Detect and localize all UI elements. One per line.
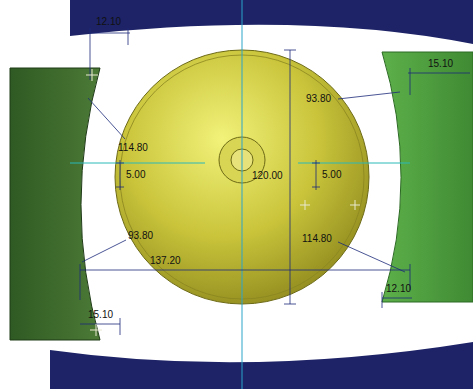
drawing-line xyxy=(88,98,125,139)
drawing-line xyxy=(116,163,124,164)
dimension-label: 12.10 xyxy=(96,16,121,28)
drawing-line xyxy=(338,242,405,272)
drawing-line xyxy=(305,200,306,210)
drawing-line xyxy=(80,264,81,300)
dimension-label: 15.10 xyxy=(88,309,113,321)
drawing-line xyxy=(312,187,320,188)
left-roller xyxy=(10,68,100,340)
drawing-line xyxy=(80,270,410,271)
center-line xyxy=(298,163,410,164)
drawing-line xyxy=(92,69,93,81)
dimension-label: 120.00 xyxy=(252,170,283,182)
construction-marks xyxy=(86,69,360,336)
drawing-line xyxy=(90,28,91,80)
dimension-label: 137.20 xyxy=(150,255,181,267)
drawing-line xyxy=(408,73,470,74)
drawing-line xyxy=(355,200,356,210)
top-jaw xyxy=(70,0,473,44)
drawing-line xyxy=(128,28,129,45)
dimension-label: 5.00 xyxy=(126,169,145,181)
drawing-line xyxy=(382,292,383,308)
drawing-line xyxy=(312,163,320,164)
drawing-line xyxy=(290,50,291,304)
dimension-lines xyxy=(80,28,470,335)
drawing-line xyxy=(120,318,121,335)
drawing-line xyxy=(80,324,120,325)
dimension-label: 15.10 xyxy=(428,58,453,70)
drawing-line xyxy=(284,304,296,305)
dimension-label: 93.80 xyxy=(306,93,331,105)
drawing-line xyxy=(96,324,97,336)
drawing-line xyxy=(116,187,124,188)
drawing-line xyxy=(82,240,126,262)
dimension-label: 5.00 xyxy=(322,169,341,181)
right-roller xyxy=(382,52,473,302)
dimension-label: 12.10 xyxy=(386,283,411,295)
dimension-label: 114.80 xyxy=(118,142,148,154)
drawing-line xyxy=(382,298,412,299)
drawing-line xyxy=(338,92,400,99)
drawing-line xyxy=(316,160,317,190)
drawing-line xyxy=(284,50,296,51)
dimension-label: 114.80 xyxy=(302,233,332,245)
drawing-line xyxy=(120,160,121,190)
drawing-line xyxy=(90,33,130,34)
center-line xyxy=(242,0,243,389)
drawing-line xyxy=(410,68,411,95)
center-line xyxy=(70,163,205,164)
dimension-label: 93.80 xyxy=(128,230,153,242)
bottom-jaw xyxy=(50,342,473,389)
